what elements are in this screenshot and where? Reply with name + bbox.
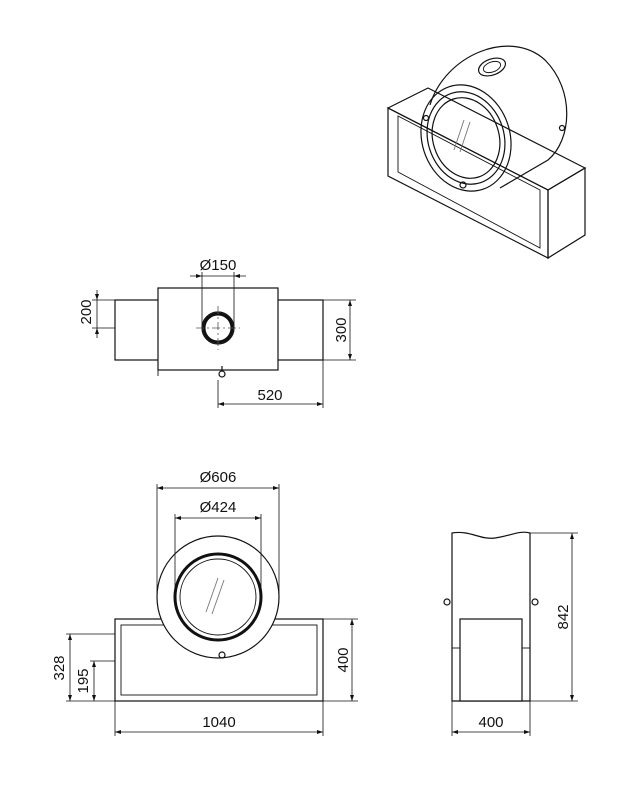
iso-drum-body — [429, 45, 568, 189]
dim-total-height-842: 842 — [555, 604, 572, 629]
iso-flue-outlet — [477, 57, 507, 77]
dim-depth-200: 200 — [78, 299, 95, 324]
side-drum-outline — [451, 531, 531, 702]
iso-knob — [459, 181, 467, 189]
dim-box-depth-400: 400 — [478, 714, 503, 731]
side-view: 842 400 — [443, 531, 578, 736]
side-knob-right — [531, 598, 539, 606]
dim-box-height-400: 400 — [335, 647, 352, 672]
top-knob — [218, 370, 226, 378]
iso-box-top — [386, 87, 587, 191]
isometric-view — [386, 45, 587, 260]
iso-box-opening — [397, 115, 541, 249]
front-glass — [179, 558, 257, 636]
dim-width-300: 300 — [333, 317, 350, 342]
iso-box-front — [387, 107, 549, 259]
iso-door-rim — [420, 84, 512, 192]
dim-outer-diameter: Ø606 — [200, 469, 237, 486]
side-box-outline — [459, 618, 523, 702]
dim-offset-520: 520 — [257, 387, 282, 404]
front-knob — [218, 651, 226, 659]
dim-height-195: 195 — [75, 668, 92, 693]
dim-height-328: 328 — [51, 655, 68, 680]
dim-total-width-1040: 1040 — [202, 714, 235, 731]
side-knob-left — [443, 598, 451, 606]
front-view: Ø606 Ø424 328 195 400 1040 — [51, 469, 358, 736]
iso-door-inner — [426, 91, 506, 185]
top-view: Ø150 200 300 520 — [78, 257, 356, 408]
dim-glass-diameter: Ø424 — [200, 499, 237, 516]
iso-door-glass — [431, 97, 501, 179]
iso-box-side — [547, 166, 586, 260]
dim-flue-diameter: Ø150 — [200, 257, 237, 274]
